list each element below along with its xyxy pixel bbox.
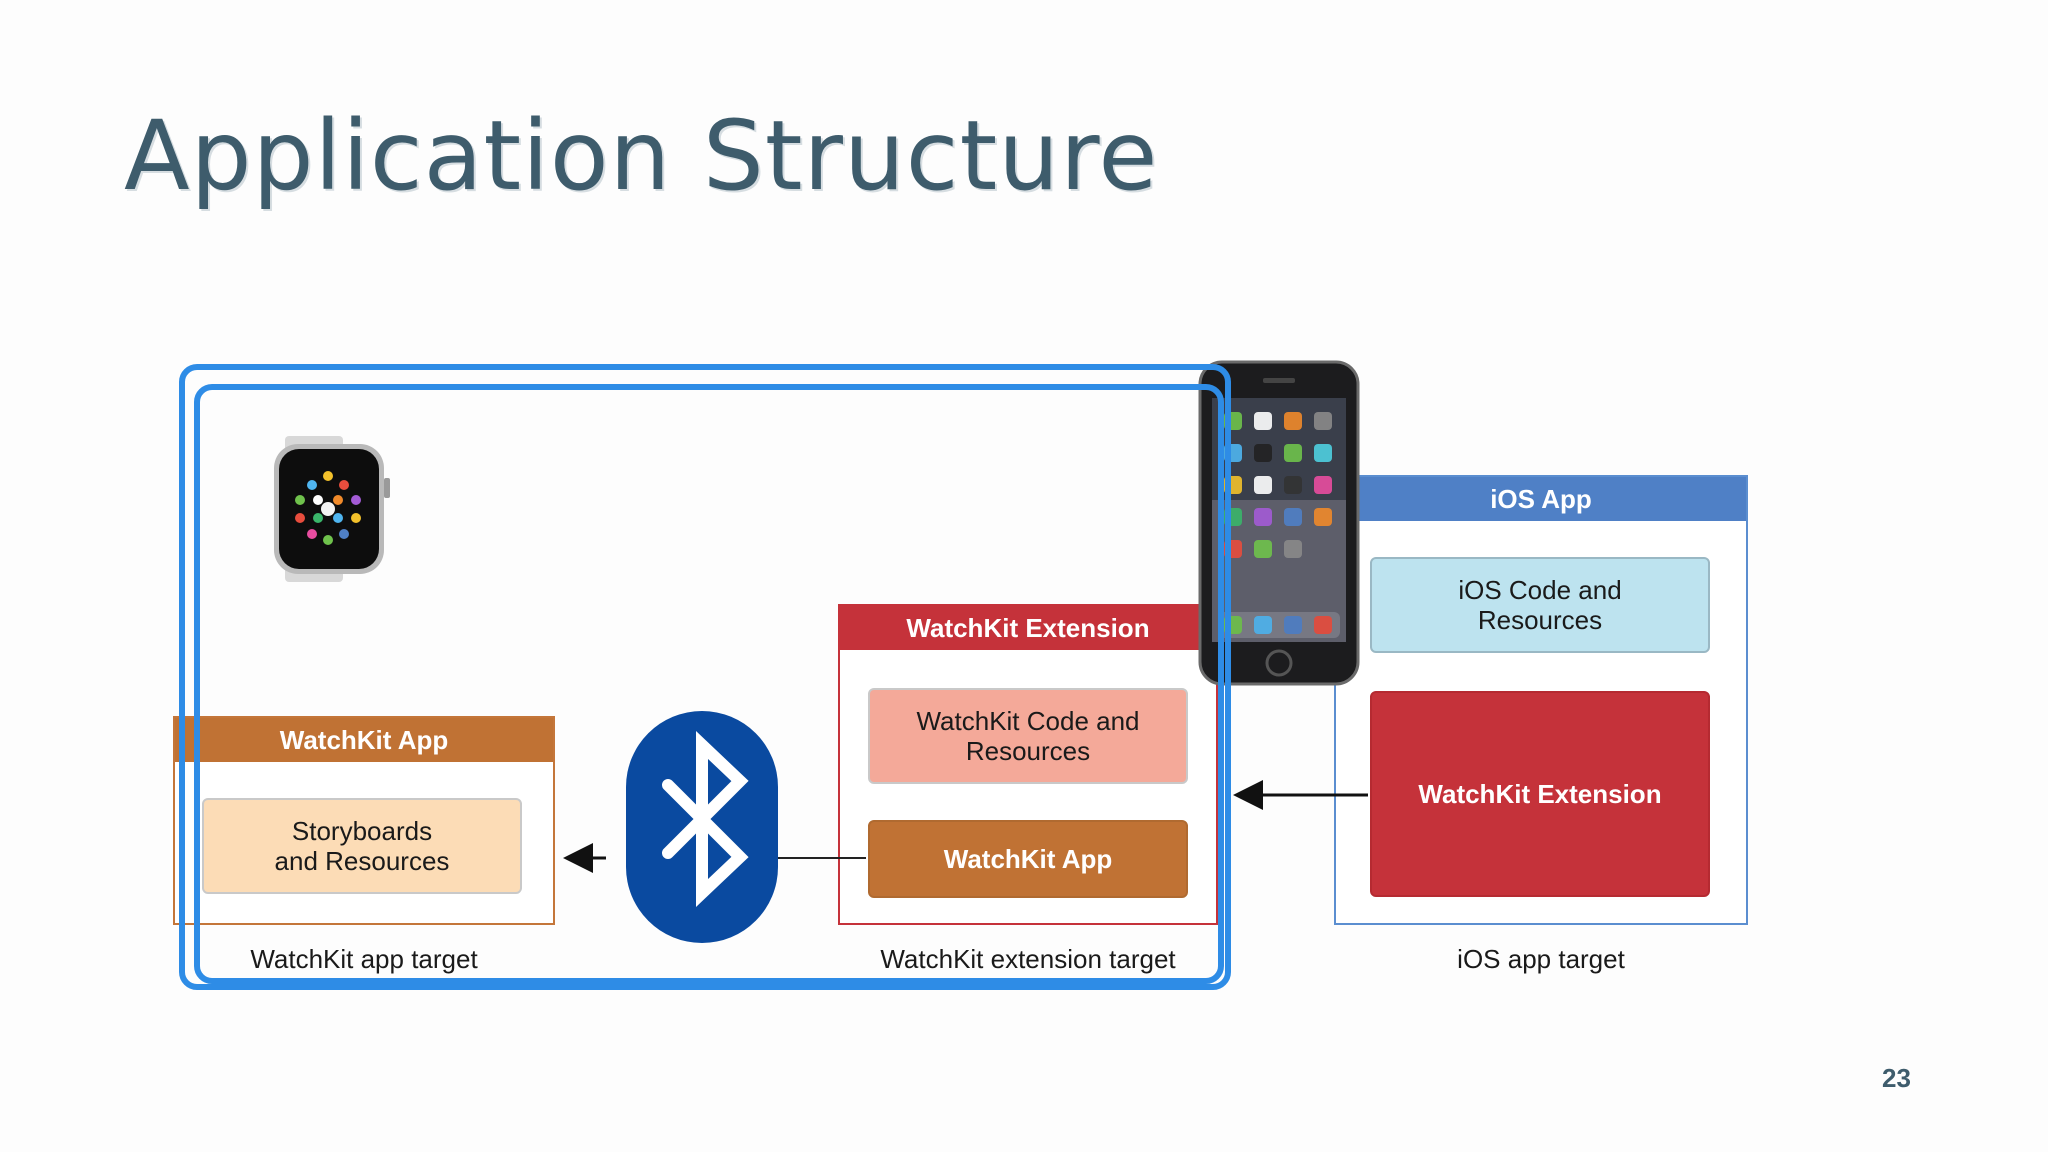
watchkit-extension-box: WatchKit Extension WatchKit Code and Res… xyxy=(838,604,1218,925)
page-number: 23 xyxy=(1882,1063,1911,1093)
ios-code-resources-box: iOS Code and Resources xyxy=(1370,557,1710,653)
watchkit-code-resources-box: WatchKit Code and Resources xyxy=(868,688,1188,784)
watchkit-extension-header: WatchKit Extension xyxy=(840,606,1216,650)
ios-watchkit-extension-box: WatchKit Extension xyxy=(1370,691,1710,897)
watchkit-app-header: WatchKit App xyxy=(175,718,553,762)
ios-app-header: iOS App xyxy=(1336,477,1746,521)
ios-app-box: iOS App iOS Code and Resources WatchKit … xyxy=(1334,475,1748,925)
highlight-frame-inner xyxy=(194,384,1224,984)
iphone-icon xyxy=(1198,360,1360,686)
ios-app-target-label: iOS app target xyxy=(1457,944,1625,974)
storyboards-resources-box: Storyboards and Resources xyxy=(202,798,522,894)
watchkit-app-target-label: WatchKit app target xyxy=(250,944,478,974)
slide-title: Application Structure xyxy=(124,100,1159,212)
watchkit-app-box: WatchKit App Storyboards and Resources xyxy=(173,716,555,925)
watchkit-extension-target-label: WatchKit extension target xyxy=(880,944,1176,974)
watchkit-app-inner-box: WatchKit App xyxy=(868,820,1188,898)
highlight-frame-outer xyxy=(179,364,1231,990)
bluetooth-icon xyxy=(626,711,778,943)
apple-watch-icon xyxy=(274,436,390,582)
